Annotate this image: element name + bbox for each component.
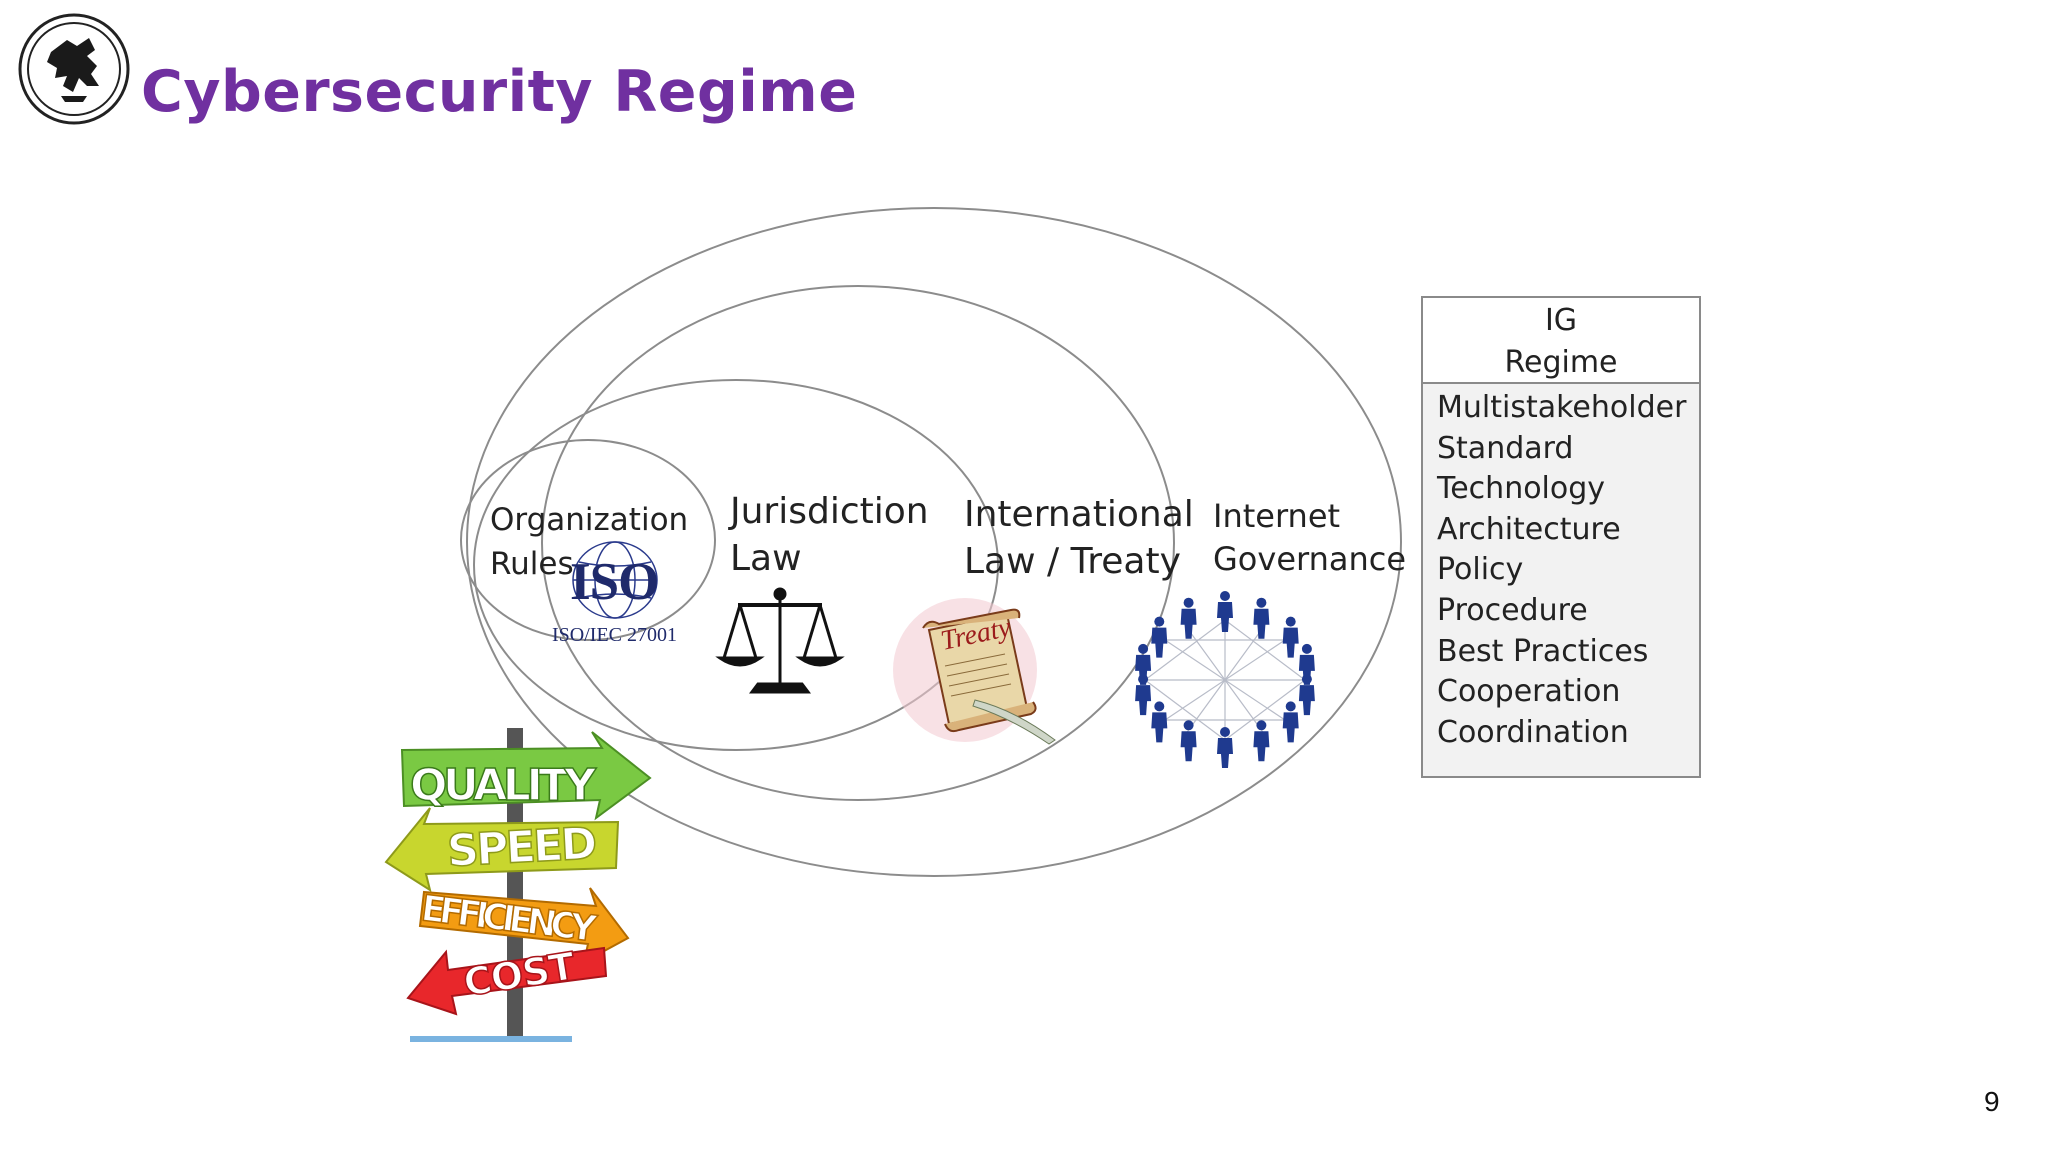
label-international-law-treaty: International Law / Treaty [964,491,1194,585]
iso-logo-caption: ISO/IEC 27001 [552,624,677,646]
label-jurisdiction-law: Jurisdiction Law [730,488,929,582]
sign-cost: COST [461,944,579,1005]
person-icon [1217,591,1233,632]
list-item: Procedure [1437,592,1588,628]
page-title: Cybersecurity Regime [141,59,858,125]
person-icon [1282,616,1299,658]
signpost-icon: QUALITY SPEED EFFICIENCY COST [384,728,652,1042]
sign-speed: SPEED [446,818,598,877]
header-line: IG [1544,303,1578,338]
list-item: Multistakeholder [1437,390,1687,425]
person-icon [1135,643,1152,685]
ellipse-jurisdiction-law [473,379,999,751]
label-line: International [964,494,1194,535]
list-item: Cooperation [1437,674,1621,710]
treaty-scroll-icon: Treaty [893,598,1056,745]
crest-logo-icon [17,12,131,126]
scales-of-justice-icon [715,587,845,694]
label-line: Rules [490,546,574,582]
ellipse-international-law [541,285,1175,801]
label-internet-governance: Internet Governance [1213,495,1406,581]
label-line: Organization [490,502,689,538]
list-item: Standard [1437,430,1574,466]
person-icon [1151,616,1168,658]
ig-regime-box: IG Regime Multistakeholder Standard Tech… [1421,296,1701,778]
list-item: Technology [1437,471,1606,507]
label-line: Jurisdiction [730,491,929,532]
person-icon [1180,720,1197,762]
people-network-icon [1135,591,1315,768]
label-organization-rules: Organization Rules [490,498,688,586]
ellipse-organization-rules [460,439,716,641]
person-icon [1151,701,1168,743]
label-line: Law [730,538,802,579]
list-item: Policy [1437,552,1524,588]
person-icon [1253,720,1270,762]
label-line: Internet [1213,497,1341,535]
label-line: Governance [1213,540,1407,578]
person-icon [1298,643,1315,685]
iso-logo-icon [572,541,658,619]
person-icon [1282,701,1299,743]
iso-logo-text: ISO [570,553,659,611]
list-item: Architecture [1437,511,1621,547]
ig-regime-header: IG Regime [1423,298,1699,384]
list-item: Coordination [1437,714,1629,750]
header-line: Regime [1504,345,1618,380]
person-icon [1217,727,1233,768]
sign-quality: QUALITY [410,760,597,811]
person-icon [1253,597,1270,639]
ig-regime-list: Multistakeholder Standard Technology Arc… [1423,384,1699,753]
label-line: Law / Treaty [964,541,1181,582]
ellipse-internet-governance [466,207,1402,877]
person-icon [1180,597,1197,639]
person-icon [1298,674,1315,716]
list-item: Best Practices [1437,633,1649,669]
page-number: 9 [1984,1086,2000,1117]
